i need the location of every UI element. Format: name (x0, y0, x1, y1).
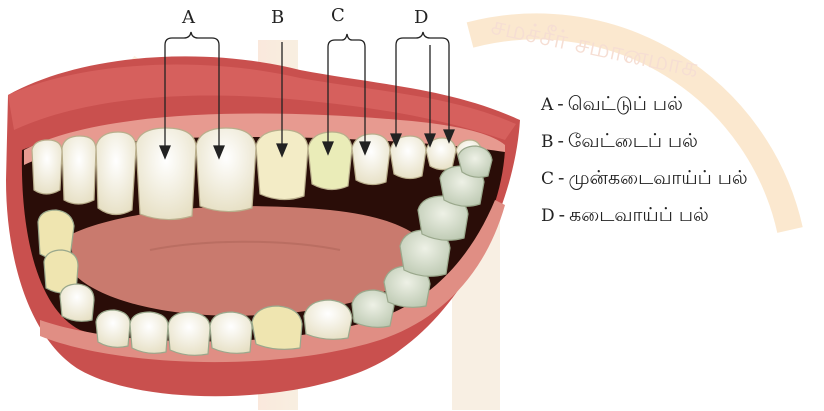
legend-separator: - (558, 167, 564, 189)
legend-letter: B (541, 132, 554, 152)
lower-tooth-5 (252, 306, 302, 349)
legend-separator: - (558, 130, 564, 152)
lower-tooth-3 (168, 312, 210, 355)
lower-tooth-6 (304, 300, 352, 339)
upper-incisor-2 (196, 128, 256, 212)
legend-tooth-name: முன்கடைவாய்ப் பல் (568, 167, 747, 189)
upper-canine-left (96, 132, 136, 215)
legend-row-c: C-முன்கடைவாய்ப் பல் (541, 164, 748, 201)
lower-molar-left-3 (60, 284, 94, 321)
callout-label-a: A (182, 7, 195, 28)
legend-letter: C (541, 169, 554, 189)
legend-row-a: A-வெட்டுப் பல் (541, 90, 748, 127)
legend-tooth-name: வெட்டுப் பல் (568, 93, 683, 115)
lower-tooth-1 (96, 310, 130, 347)
legend-row-b: B-வேட்டைப் பல் (541, 127, 748, 164)
upper-premolar-2 (352, 134, 390, 185)
upper-premolar-1 (308, 132, 352, 190)
callout-label-b: B (271, 7, 284, 28)
upper-premolar-left (62, 136, 96, 204)
legend-separator: - (557, 93, 563, 115)
legend-letter: A (541, 95, 553, 115)
callout-label-d: D (414, 7, 428, 28)
legend-tooth-name: கடைவாய்ப் பல் (569, 204, 709, 226)
lower-tooth-4 (210, 312, 252, 353)
upper-molar-left (32, 140, 62, 194)
legend-letter: D (541, 206, 555, 226)
legend-separator: - (559, 204, 565, 226)
callout-label-c: C (331, 5, 345, 26)
lower-tooth-2 (130, 312, 168, 353)
lower-molar-right-5 (458, 146, 492, 177)
legend-tooth-name: வேட்டைப் பல் (568, 130, 698, 152)
upper-incisor-1 (136, 128, 196, 220)
legend: A-வெட்டுப் பல் B-வேட்டைப் பல் C-முன்கடைவ… (541, 90, 748, 238)
legend-row-d: D-கடைவாய்ப் பல் (541, 201, 748, 238)
